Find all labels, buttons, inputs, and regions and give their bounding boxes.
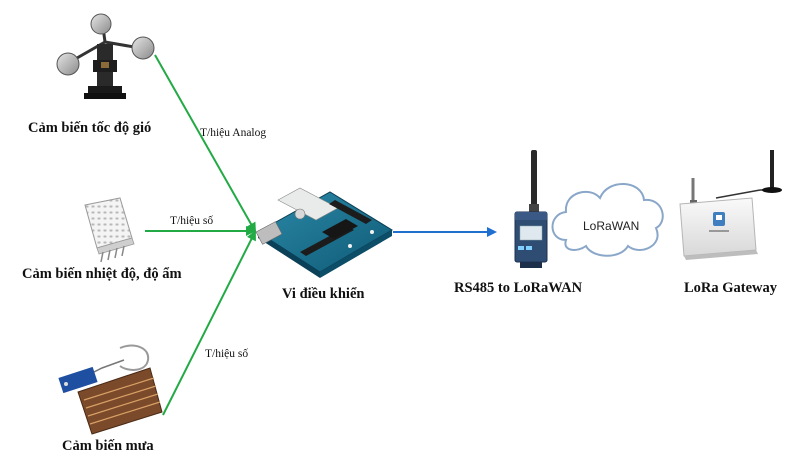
edge-label-temp: T/hiệu số <box>170 215 214 227</box>
rain-sensor-icon <box>58 344 163 435</box>
lora-gateway-icon <box>679 150 782 260</box>
edge-rain-to-mcu <box>162 230 256 416</box>
edge-label-rain: T/hiệu số <box>205 348 249 360</box>
microcontroller-label: Vi điều khiển <box>282 286 365 302</box>
arduino-board-icon <box>255 187 393 278</box>
anemometer-icon <box>56 13 155 99</box>
gateway-label: LoRa Gateway <box>684 280 778 296</box>
lorawan-cloud-icon <box>551 183 664 257</box>
edge-label-wind: T/hiệu Analog <box>200 127 267 139</box>
rain-sensor-label: Cảm biến mưa <box>62 438 154 454</box>
rs485-lorawan-converter-icon <box>514 150 548 268</box>
rs485-converter-label: RS485 to LoRaWAN <box>454 280 583 296</box>
temp-humidity-sensor-label: Cảm biến nhiệt độ, độ ẩm <box>22 266 182 282</box>
cloud-label: LoRaWAN <box>583 219 640 233</box>
temperature-humidity-sensor-icon <box>84 197 135 263</box>
wind-sensor-label: Cảm biến tốc độ gió <box>28 120 152 136</box>
edge-wind-to-mcu <box>154 54 256 233</box>
